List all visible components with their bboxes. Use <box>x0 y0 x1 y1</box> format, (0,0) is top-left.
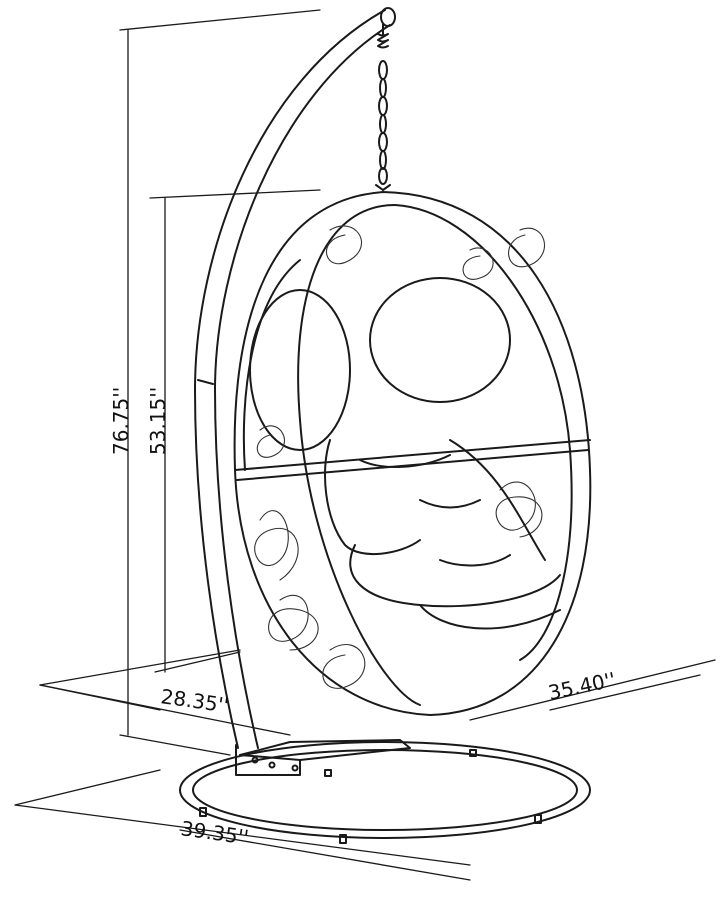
chair-height-label: 53.15'' <box>146 387 170 455</box>
dimension-lines <box>14 9 716 881</box>
egg-basket <box>233 191 592 716</box>
stand-base-ring <box>179 739 591 844</box>
seat-cushion <box>324 439 561 630</box>
window-right <box>369 277 511 403</box>
hanging-chain <box>375 23 391 191</box>
overall-height-label: 76.75'' <box>109 387 133 455</box>
window-left <box>249 289 351 451</box>
stand-pole <box>194 7 396 749</box>
chair-depth-label: 28.35'' <box>159 684 230 717</box>
base-diameter-label: 39.35'' <box>179 816 250 849</box>
chair-width-label: 35.40'' <box>546 667 618 705</box>
